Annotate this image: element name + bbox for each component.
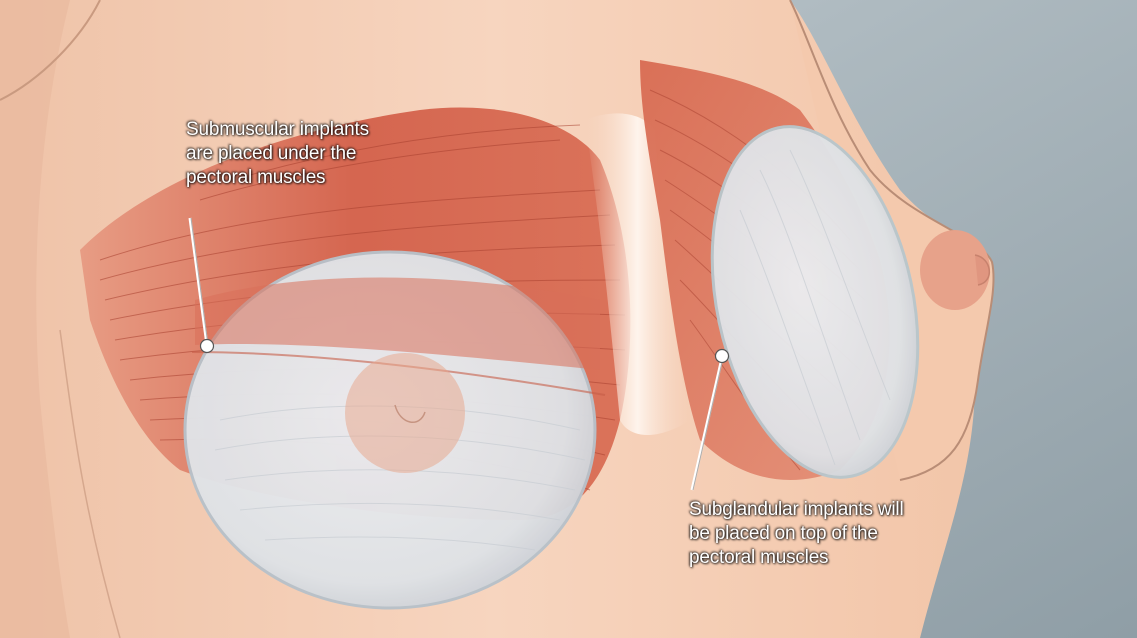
submuscular-callout-line: are placed under the <box>186 142 369 166</box>
left-areola <box>345 353 465 473</box>
submuscular-callout-line: Submuscular implants <box>186 118 369 142</box>
subglandular-callout-line: pectoral muscles <box>689 546 903 570</box>
submuscular-pointer-dot <box>201 340 214 353</box>
subglandular-callout-line: be placed on top of the <box>689 522 903 546</box>
subglandular-pointer-dot <box>716 350 729 363</box>
subglandular-callout: Subglandular implants will be placed on … <box>689 498 903 570</box>
subglandular-callout-line: Subglandular implants will <box>689 498 903 522</box>
submuscular-callout-line: pectoral muscles <box>186 166 369 190</box>
submuscular-callout: Submuscular implants are placed under th… <box>186 118 369 190</box>
